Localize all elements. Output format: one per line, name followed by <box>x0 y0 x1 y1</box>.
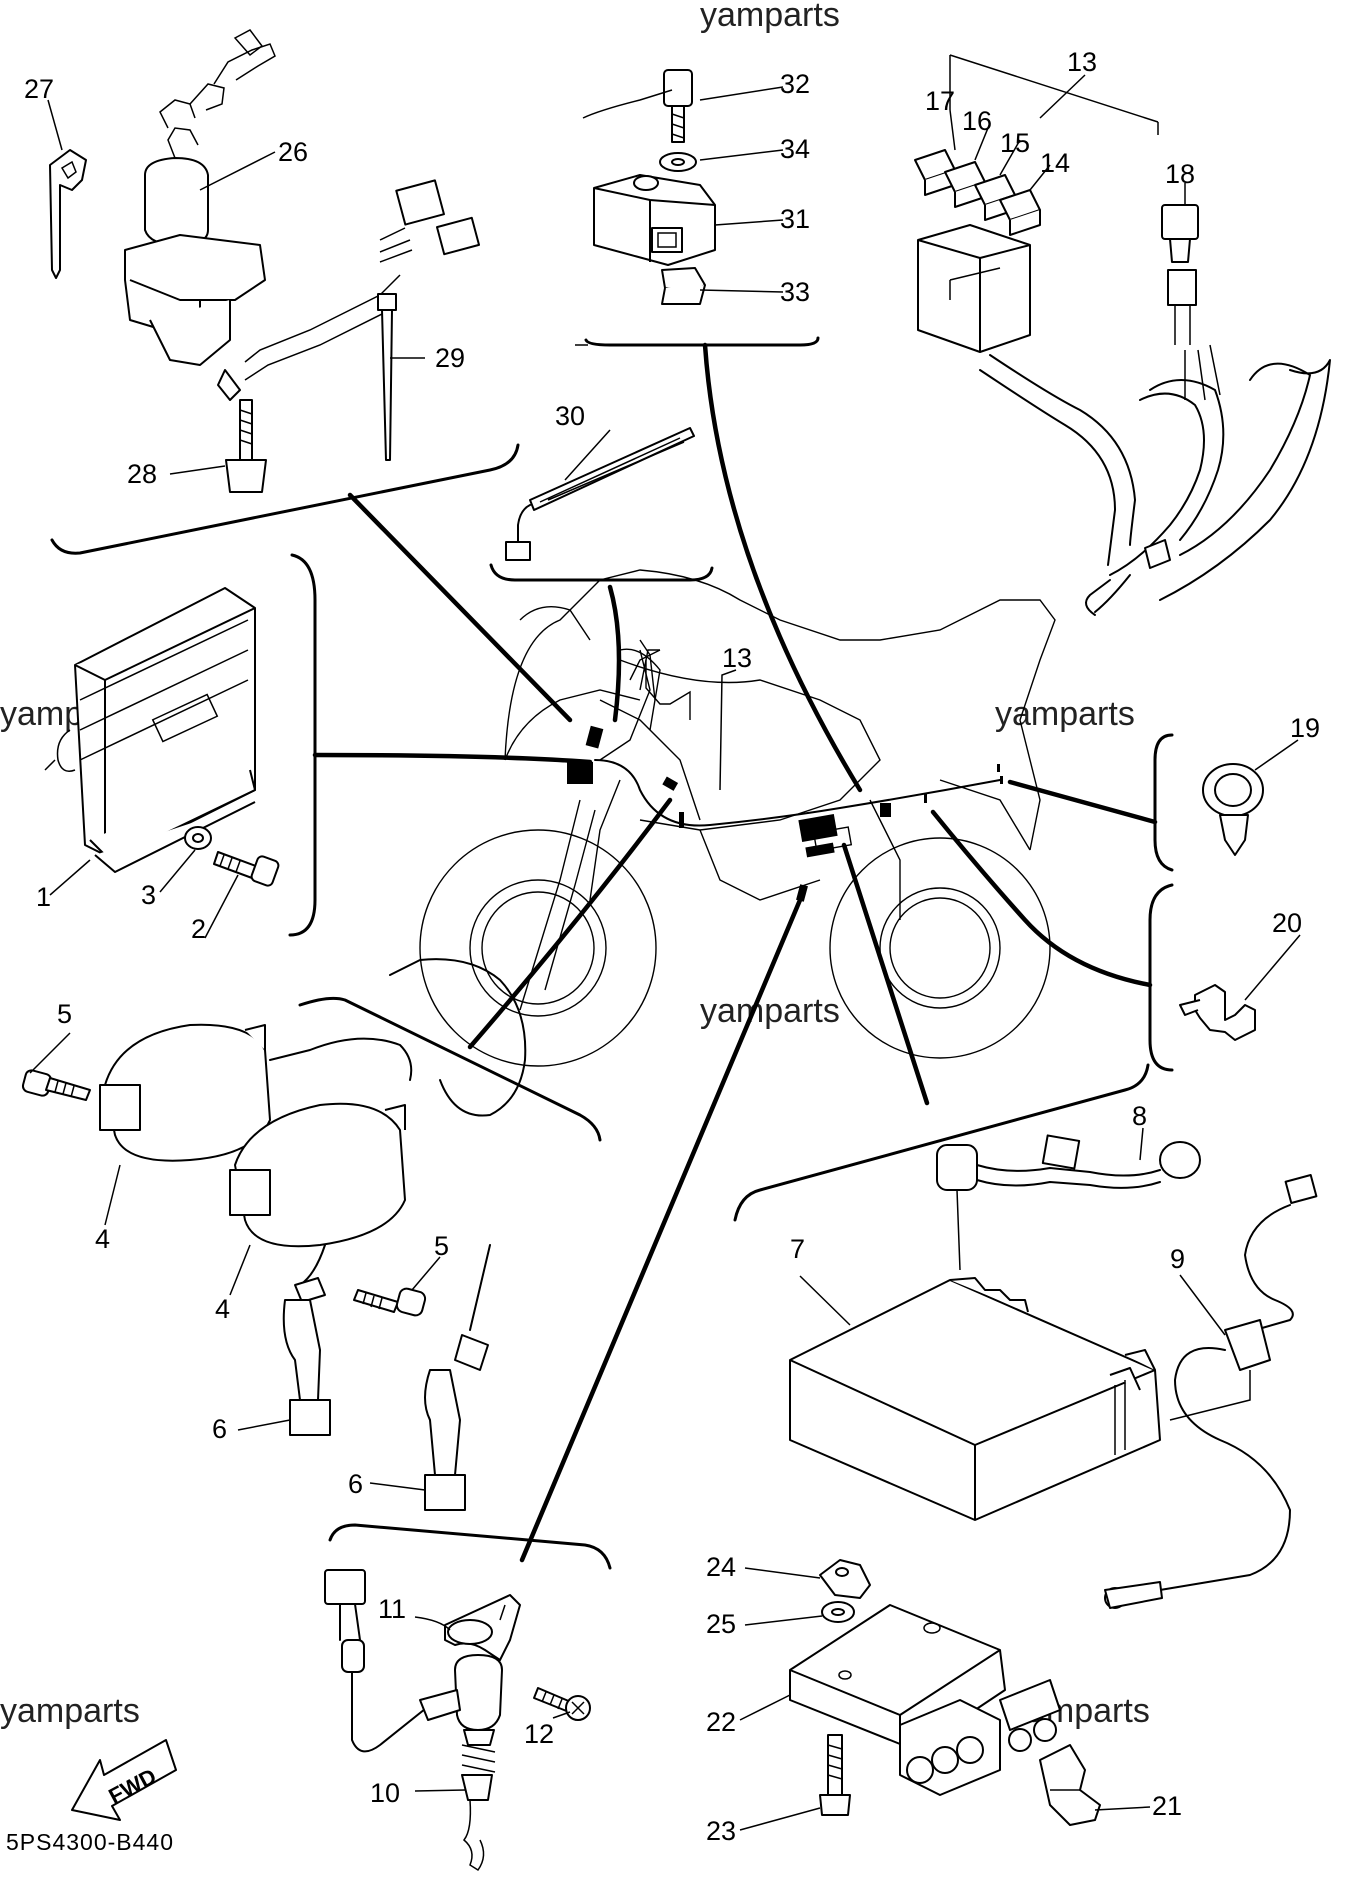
callout-8: 8 <box>1132 1101 1147 1131</box>
group-brackets <box>50 336 1174 1570</box>
rectifier-parts-22-25 <box>789 1559 1101 1826</box>
ignition-coils-parts-4-6 <box>21 958 527 1511</box>
callout-11: 11 <box>378 1594 406 1624</box>
callout-30: 30 <box>555 401 585 431</box>
callout-17: 17 <box>925 86 955 116</box>
watermark-bottom-left: yamparts <box>0 1692 140 1730</box>
main-switch-part-26 <box>124 29 481 493</box>
callout-numbers: 27 26 28 29 32 34 31 33 13 17 16 15 14 1… <box>24 47 1320 1846</box>
callout-1: 1 <box>36 882 51 912</box>
key-part-27 <box>49 149 87 279</box>
watermark-right: yamparts <box>995 695 1135 733</box>
relay-parts-31-34 <box>593 69 716 305</box>
callout-12: 12 <box>524 1719 554 1749</box>
main-harness-line <box>594 759 1001 827</box>
callout-13-top: 13 <box>1067 47 1097 77</box>
cable-tie-part-29 <box>377 293 397 461</box>
callout-14: 14 <box>1040 148 1070 178</box>
callout-3: 3 <box>141 880 156 910</box>
callout-20: 20 <box>1272 908 1302 938</box>
callout-28: 28 <box>127 459 157 489</box>
leader-lines <box>29 74 1301 1831</box>
callout-4-lower: 4 <box>215 1294 230 1324</box>
callout-31: 31 <box>780 204 810 234</box>
callout-5-upper: 5 <box>57 999 72 1029</box>
callout-4-upper: 4 <box>95 1224 110 1254</box>
sensor-part-30 <box>505 427 695 561</box>
diagram-code: 5PS4300-B440 <box>6 1829 174 1855</box>
sensor-parts-10-12 <box>324 1569 591 1872</box>
callout-2: 2 <box>191 914 206 944</box>
callout-6-left: 6 <box>212 1414 227 1444</box>
callout-33: 33 <box>780 277 810 307</box>
callout-16: 16 <box>962 106 992 136</box>
callout-15: 15 <box>1000 128 1030 158</box>
battery-parts-7-9 <box>789 1134 1318 1609</box>
callout-9: 9 <box>1170 1244 1185 1274</box>
bike-markers <box>567 725 1003 902</box>
callout-29: 29 <box>435 343 465 373</box>
callout-24: 24 <box>706 1552 736 1582</box>
callout-19: 19 <box>1290 713 1320 743</box>
callout-13-bike: 13 <box>722 643 752 673</box>
callout-10: 10 <box>370 1778 400 1808</box>
callout-25: 25 <box>706 1609 736 1639</box>
watermark-top: yamparts <box>700 0 840 34</box>
motorcycle-outline <box>419 569 1056 1067</box>
clip-part-20 <box>1179 984 1256 1041</box>
callout-5-lower: 5 <box>434 1231 449 1261</box>
callout-18: 18 <box>1165 159 1195 189</box>
fwd-arrow: FWD <box>71 1739 177 1821</box>
callout-21: 21 <box>1152 1791 1182 1821</box>
harness-parts-13-18 <box>914 54 1331 616</box>
callout-6-right: 6 <box>348 1469 363 1499</box>
callout-7: 7 <box>790 1234 805 1264</box>
callout-22: 22 <box>706 1707 736 1737</box>
clip-part-19 <box>1202 763 1264 856</box>
callout-27: 27 <box>24 74 54 104</box>
callout-26: 26 <box>278 137 308 167</box>
callout-23: 23 <box>706 1816 736 1846</box>
watermark-center: yamparts <box>700 992 840 1030</box>
callout-32: 32 <box>780 69 810 99</box>
callout-34: 34 <box>780 134 810 164</box>
ecu-parts-1-3 <box>44 587 280 887</box>
